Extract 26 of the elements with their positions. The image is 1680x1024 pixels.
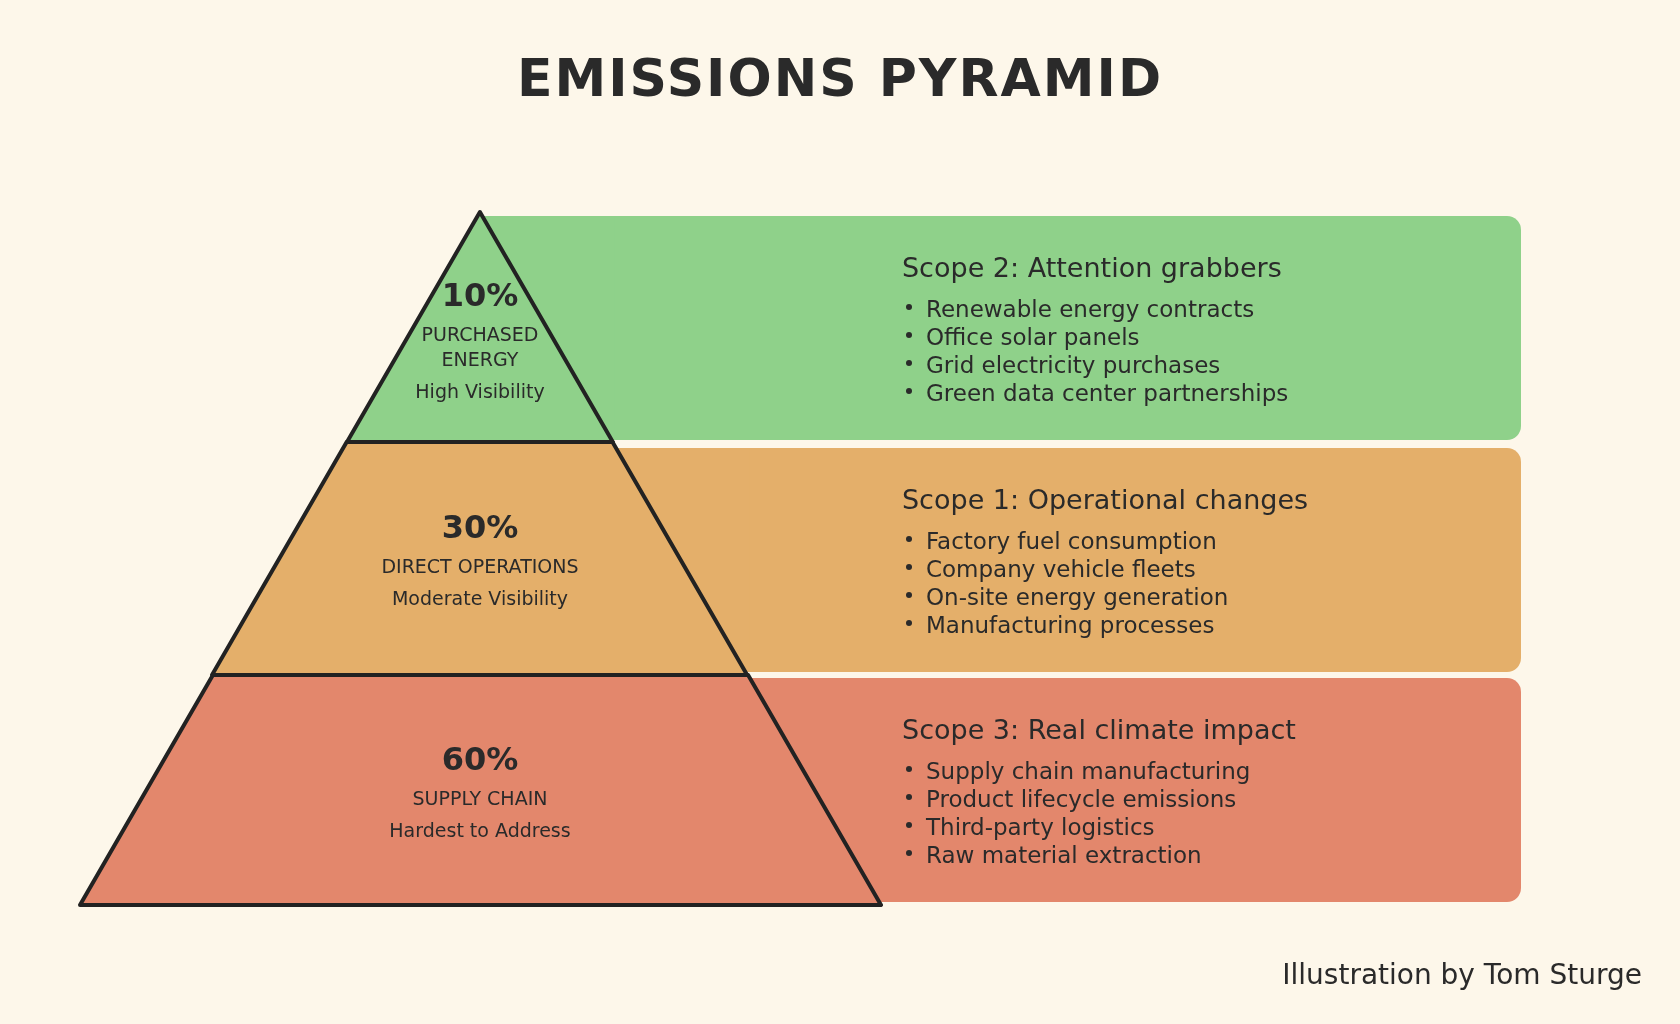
scope-heading: Scope 1: Operational changes xyxy=(902,484,1309,515)
bullet-item: Factory fuel consumption xyxy=(926,527,1217,555)
tier-sublabel: Hardest to Address xyxy=(389,818,571,841)
bullet-item: On-site energy generation xyxy=(926,583,1229,611)
percentage-value: 60% xyxy=(441,739,519,778)
bullet-item: Product lifecycle emissions xyxy=(926,785,1237,813)
tier-label: SUPPLY CHAIN xyxy=(412,785,548,811)
bullet-item: Office solar panels xyxy=(926,323,1140,351)
bullet-item: Manufacturing processes xyxy=(926,611,1215,639)
bullet-item: Supply chain manufacturing xyxy=(926,757,1251,785)
percentage-value: 30% xyxy=(441,508,519,546)
tier-sublabel: Moderate Visibility xyxy=(391,587,568,609)
tier-label: DIRECT OPERATIONS xyxy=(381,554,579,579)
credit-text: Illustration by Tom Sturge xyxy=(1282,958,1642,991)
bullet-item: Company vehicle fleets xyxy=(926,555,1196,583)
tier-sublabel: High Visibility xyxy=(415,380,545,402)
diagram-title: EMISSIONS PYRAMID xyxy=(516,48,1164,108)
scope-heading: Scope 3: Real climate impact xyxy=(902,714,1296,745)
bullet-item: Raw material extraction xyxy=(926,841,1202,869)
bullet-item: Grid electricity purchases xyxy=(926,351,1221,379)
bullet-item: Renewable energy contracts xyxy=(926,295,1255,323)
bullet-item: Green data center partnerships xyxy=(926,379,1289,407)
tier-label: PURCHASED ENERGY xyxy=(420,322,540,372)
percentage-value: 10% xyxy=(441,276,519,314)
scope-heading: Scope 2: Attention grabbers xyxy=(902,252,1282,283)
bullet-item: Third-party logistics xyxy=(926,813,1155,841)
